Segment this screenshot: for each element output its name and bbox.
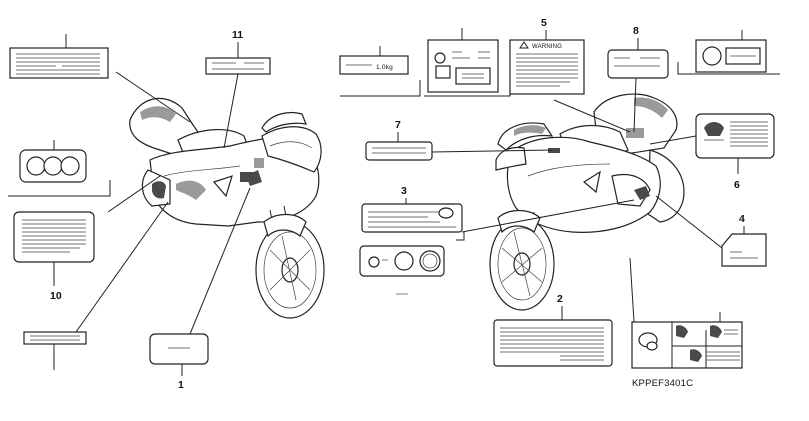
callout-11: 11: [232, 29, 243, 41]
label-item-11: 11: [205, 29, 271, 149]
callout-1: 1: [178, 379, 184, 391]
callout-10: 10: [50, 290, 62, 302]
label-item-10: 10: [13, 175, 161, 302]
label-pictogram-box: [424, 28, 511, 97]
label-item-2: 2: [493, 293, 613, 367]
warning-text: WARNING: [532, 44, 562, 50]
callout-7: 7: [395, 119, 401, 131]
label-circles-strip: [359, 245, 445, 295]
callout-4: 4: [739, 213, 745, 225]
label-item-1: 1: [149, 187, 251, 391]
label-item-4: 4: [655, 195, 767, 267]
callout-2: 2: [557, 293, 563, 305]
label-weight: 1.0kg: [339, 46, 421, 97]
callout-6: 6: [734, 179, 740, 191]
motorcycle-left: [129, 97, 325, 319]
label-item-3: 3: [361, 185, 635, 241]
label-bottom-left-strip: [23, 201, 169, 370]
label-item-5-warning: 5 WARNING: [509, 17, 631, 133]
label-bottom-right: KPPEF3401C: [629, 257, 743, 389]
diagram-code: KPPEF3401C: [632, 378, 693, 389]
label-item-8: 8: [607, 25, 669, 133]
label-top-left: [9, 34, 191, 123]
label-three-circles: [8, 140, 111, 197]
weight-text: 1.0kg: [376, 64, 393, 71]
callout-3: 3: [401, 185, 407, 197]
callout-5: 5: [541, 17, 547, 29]
label-item-7: 7: [365, 119, 553, 161]
callout-8: 8: [633, 25, 639, 37]
label-top-right: [677, 30, 780, 75]
label-item-6: 6: [649, 113, 775, 191]
motorcycle-right: [489, 93, 685, 311]
